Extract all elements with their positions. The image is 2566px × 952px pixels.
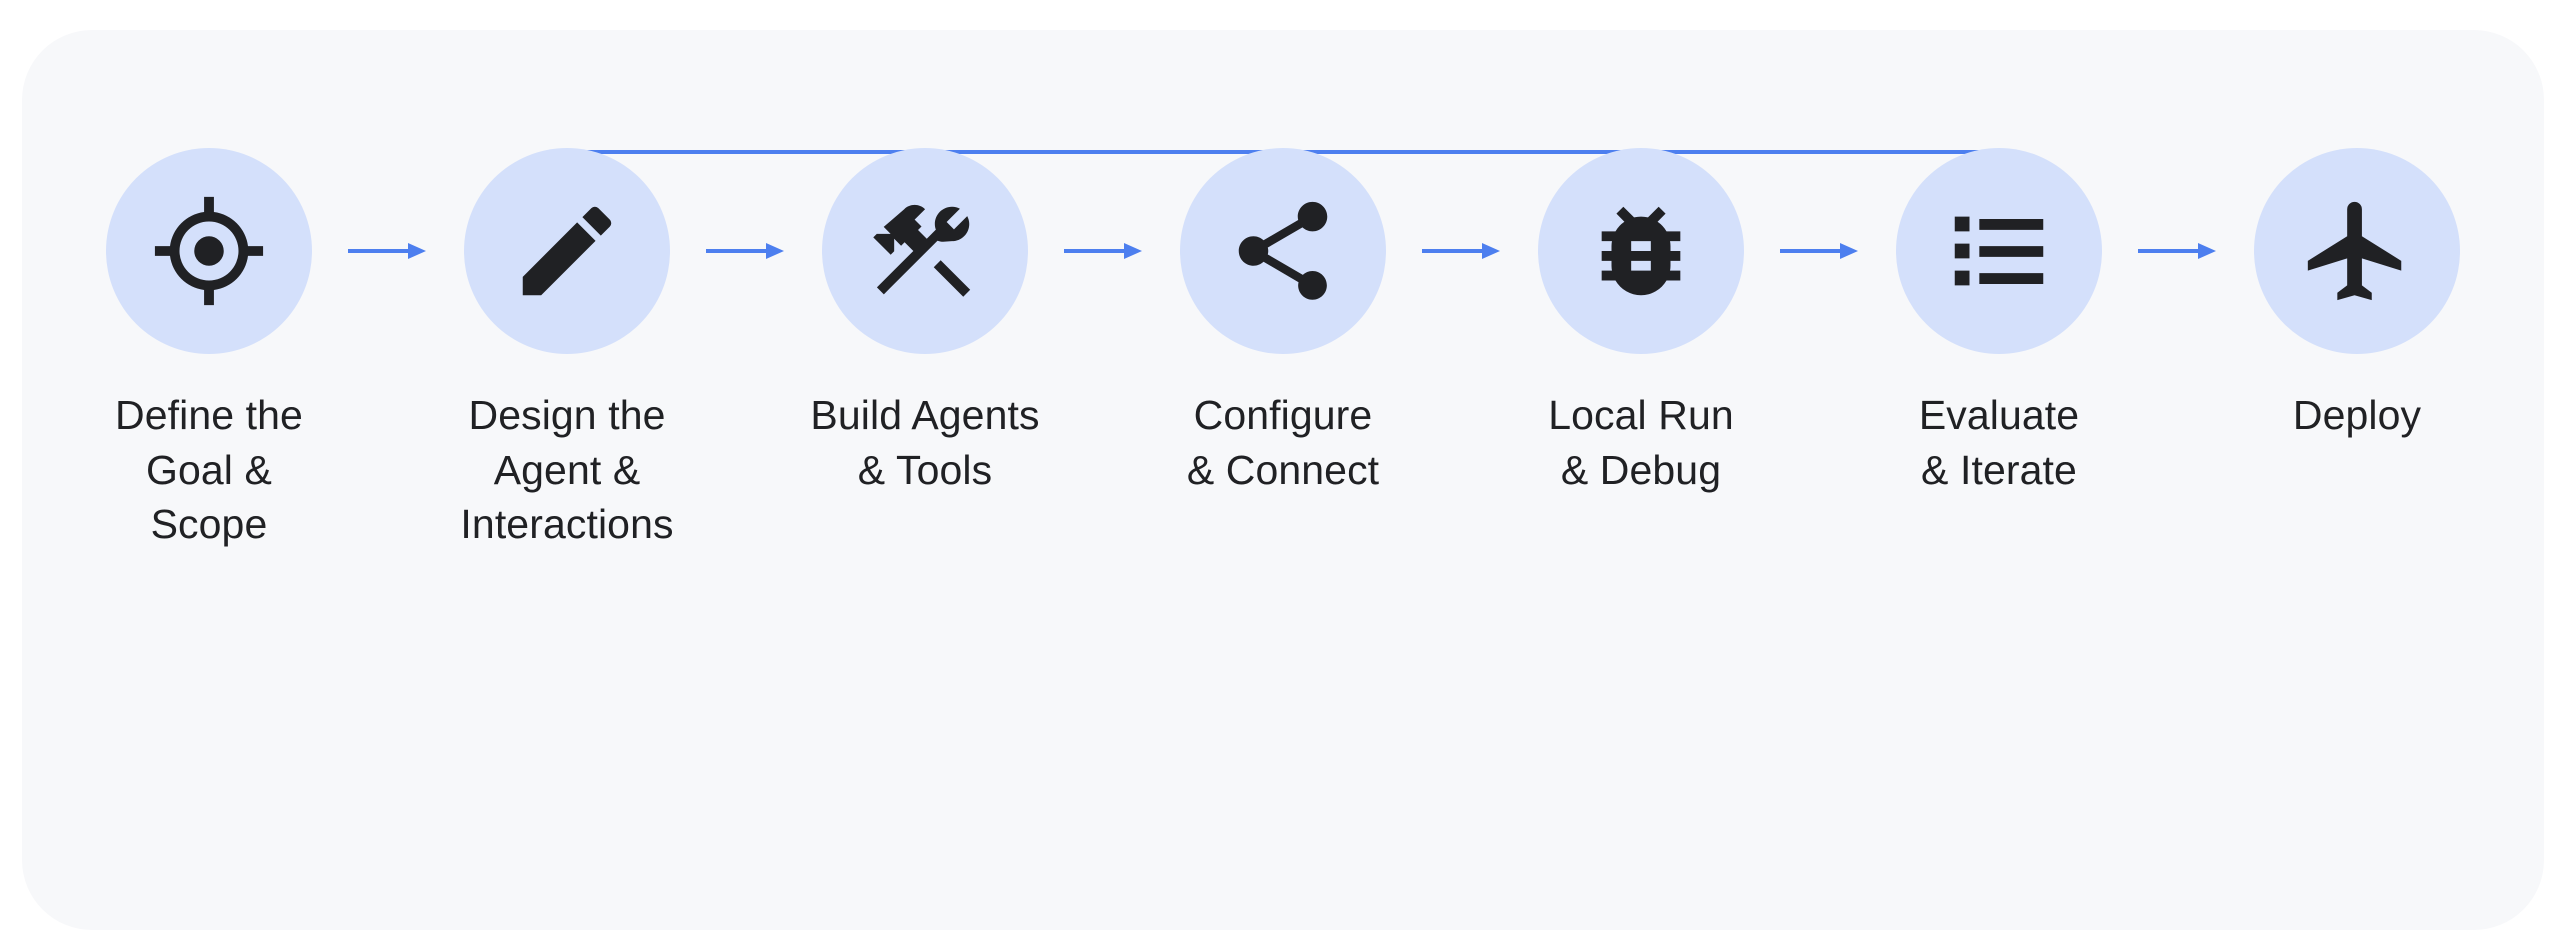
step-icon-circle[interactable] — [2254, 148, 2460, 354]
step-label: Build Agents & Tools — [810, 392, 1040, 493]
step-deploy[interactable]: Deploy — [2224, 148, 2490, 443]
step-label: Local Run & Debug — [1548, 392, 1734, 493]
connector-arrow — [2132, 148, 2224, 354]
step-local-run-debug[interactable]: Local Run & Debug — [1508, 148, 1774, 497]
handyman-icon — [873, 204, 971, 297]
step-label: Configure & Connect — [1186, 392, 1380, 493]
share-icon — [1238, 201, 1328, 300]
step-label: Evaluate & Iterate — [1918, 392, 2080, 493]
step-build-agents-tools[interactable]: Build Agents & Tools — [792, 148, 1058, 497]
connector-arrow — [700, 148, 792, 354]
step-icon-circle[interactable] — [1538, 148, 1744, 354]
step-icon-circle[interactable] — [106, 148, 312, 354]
connector-arrow — [342, 148, 434, 354]
step-icon-circle[interactable] — [464, 148, 670, 354]
step-design-agent[interactable]: Design the Agent & Interactions — [434, 148, 700, 552]
step-icon-circle[interactable] — [1180, 148, 1386, 354]
airplane-icon — [2307, 201, 2402, 301]
step-configure-connect[interactable]: Configure & Connect — [1150, 148, 1416, 497]
workflow-steps: Define the Goal & Scope Design the Agent… — [22, 30, 2544, 930]
step-icon-circle[interactable] — [822, 148, 1028, 354]
step-label: Define the Goal & Scope — [115, 392, 303, 548]
step-icon-circle[interactable] — [1896, 148, 2102, 354]
connector-arrow — [1774, 148, 1866, 354]
step-label: Design the Agent & Interactions — [460, 392, 674, 548]
step-label: Deploy — [2292, 392, 2422, 438]
list-icon — [1954, 216, 2044, 286]
bug-icon — [1601, 206, 1681, 296]
pencil-icon — [522, 206, 612, 296]
target-icon — [154, 196, 264, 306]
step-define-goal-scope[interactable]: Define the Goal & Scope — [76, 148, 342, 552]
step-evaluate-iterate[interactable]: Evaluate & Iterate — [1866, 148, 2132, 497]
connector-arrow — [1416, 148, 1508, 354]
connector-arrow — [1058, 148, 1150, 354]
